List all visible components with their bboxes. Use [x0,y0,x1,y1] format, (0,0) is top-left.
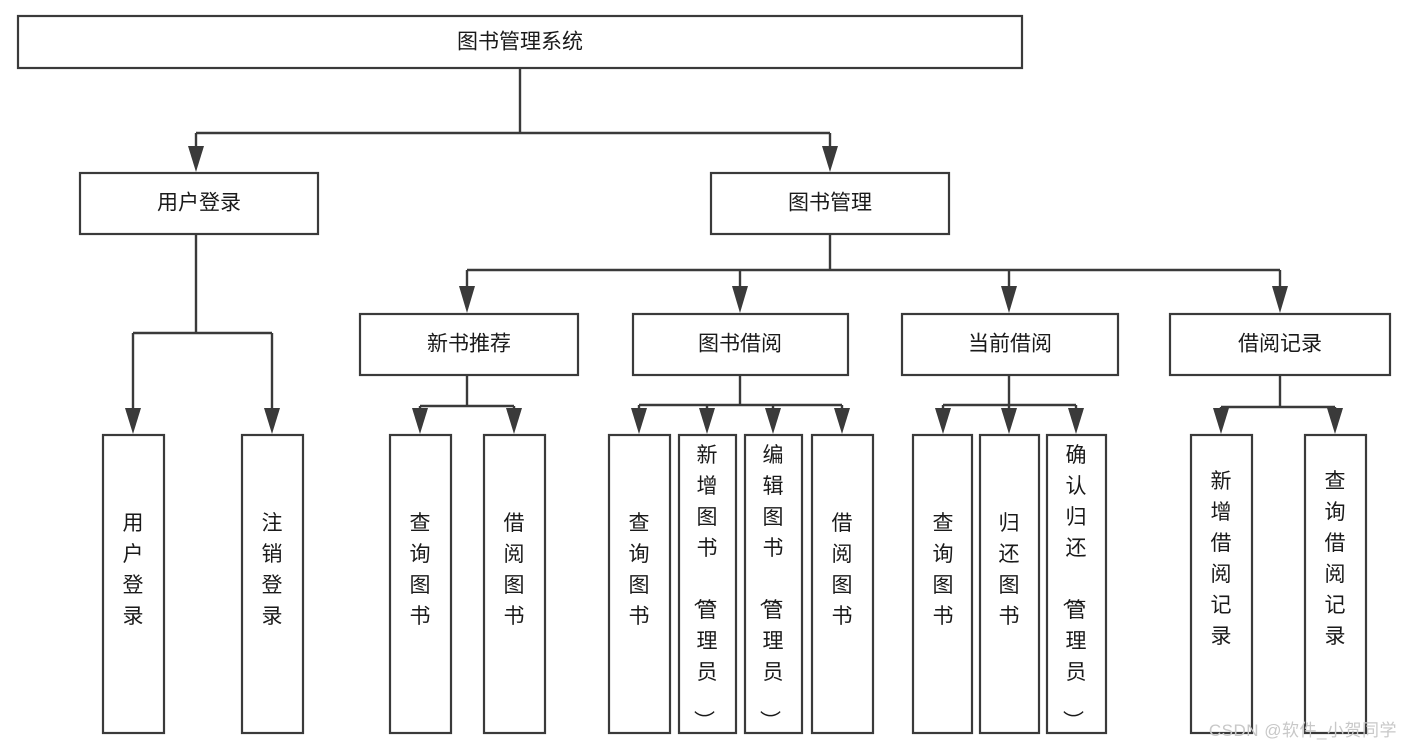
node-book-management-box[interactable] [709,171,951,236]
leaf-node[interactable]: 注销登录 [240,433,305,735]
arrowhead-icon [1272,286,1288,313]
leaf-box-current-borrow-0[interactable] [911,433,974,735]
arrowhead-icon [1001,408,1017,434]
leaf-box-new-book-0[interactable] [388,433,453,735]
connector-group-user-login [125,234,280,434]
node-borrow-record-box[interactable] [1168,312,1392,377]
arrowhead-icon [125,408,141,434]
node-book-borrow-box[interactable] [631,312,850,377]
arrowhead-icon [631,408,647,434]
leaf-node[interactable]: 用户登录 [101,433,166,735]
leaf-box-book-borrow-3[interactable] [810,433,875,735]
leaf-node[interactable]: 查询图书 [607,433,672,735]
node-new-book-recommend-label: 新书推荐 [427,333,511,356]
node-borrow-record[interactable]: 借阅记录 [1168,312,1392,377]
leaf-label-book-borrow-1: 新增图书（管理员） [692,444,718,731]
arrowhead-icon [188,146,204,172]
arrowhead-icon [1001,286,1017,313]
arrowhead-icon [765,408,781,434]
leaf-label-current-borrow-2: 确认归还（管理员） [1061,444,1087,731]
leaf-box-book-borrow-2[interactable] [743,433,804,735]
connector-group-book-mgmt [459,234,1288,313]
leaf-label-borrow-record-0: 新增借阅记录 [1211,470,1232,648]
node-current-borrow[interactable]: 当前借阅 [900,312,1120,377]
leaf-label-book-borrow-0: 查询图书 [629,512,650,628]
leaf-label-current-borrow-0: 查询图书 [933,512,954,628]
leaf-label-user-login-1: 注销登录 [262,512,283,628]
leaf-label-new-book-1: 借阅图书 [504,512,525,628]
leaf-label-book-borrow-3: 借阅图书 [832,512,853,628]
leaf-label-borrow-record-1: 查询借阅记录 [1325,470,1346,648]
arrowhead-icon [506,408,522,434]
node-current-borrow-box[interactable] [900,312,1120,377]
leaf-label-book-borrow-2: 编辑图书（管理员） [758,444,784,731]
node-book-borrow[interactable]: 图书借阅 [631,312,850,377]
node-book-management-label: 图书管理 [788,192,872,215]
leaf-node[interactable]: 查询图书 [388,433,453,735]
arrowhead-icon [264,408,280,434]
arrowhead-icon [1327,408,1343,434]
node-new-book-recommend[interactable]: 新书推荐 [358,312,580,377]
node-root-box[interactable] [16,14,1024,70]
connector-group-current-borrow [935,375,1084,434]
leaf-label-current-borrow-1: 归还图书 [999,512,1020,628]
connector-group-root [188,68,838,172]
csdn-watermark: CSDN @软件_小贺同学 [1208,721,1397,740]
node-borrow-record-label: 借阅记录 [1238,333,1322,356]
leaf-node[interactable]: 确认归还（管理员） [1045,433,1108,735]
leaf-box-borrow-record-0[interactable] [1189,433,1254,735]
leaf-node[interactable]: 借阅图书 [810,433,875,735]
leaf-node[interactable]: 新增图书（管理员） [677,433,738,735]
arrowhead-icon [935,408,951,434]
leaf-box-user-login-1[interactable] [240,433,305,735]
arrowhead-icon [732,286,748,313]
arrowhead-icon [459,286,475,313]
arrowhead-icon [834,408,850,434]
connector-group-borrow-record [1213,375,1343,434]
node-user-login[interactable]: 用户登录 [78,171,320,236]
arrowhead-icon [1068,408,1084,434]
node-root-label: 图书管理系统 [457,31,583,54]
arrowhead-icon [699,408,715,434]
leaf-node[interactable]: 查询借阅记录 [1303,433,1368,735]
leaf-box-current-borrow-2[interactable] [1045,433,1108,735]
leaf-node[interactable]: 归还图书 [978,433,1041,735]
node-book-borrow-label: 图书借阅 [698,333,782,356]
arrowhead-icon [412,408,428,434]
leaf-box-book-borrow-0[interactable] [607,433,672,735]
arrowhead-icon [822,146,838,172]
leaf-node[interactable]: 查询图书 [911,433,974,735]
leaf-label-user-login-0: 用户登录 [123,512,144,628]
node-new-book-recommend-box[interactable] [358,312,580,377]
connector-group-new-book [412,375,522,434]
leaf-node[interactable]: 新增借阅记录 [1189,433,1254,735]
leaf-box-borrow-record-1[interactable] [1303,433,1368,735]
leaf-node[interactable]: 编辑图书（管理员） [743,433,804,735]
node-user-login-box[interactable] [78,171,320,236]
connector-group-book-borrow [631,375,850,434]
node-root[interactable]: 图书管理系统 [16,14,1024,70]
node-current-borrow-label: 当前借阅 [968,333,1052,356]
leaf-label-new-book-0: 查询图书 [410,512,431,628]
leaf-node[interactable]: 借阅图书 [482,433,547,735]
leaf-box-new-book-1[interactable] [482,433,547,735]
leaf-box-current-borrow-1[interactable] [978,433,1041,735]
node-book-management[interactable]: 图书管理 [709,171,951,236]
leaf-box-book-borrow-1[interactable] [677,433,738,735]
arrowhead-icon [1213,408,1229,434]
leaf-box-user-login-0[interactable] [101,433,166,735]
node-user-login-label: 用户登录 [157,192,241,215]
